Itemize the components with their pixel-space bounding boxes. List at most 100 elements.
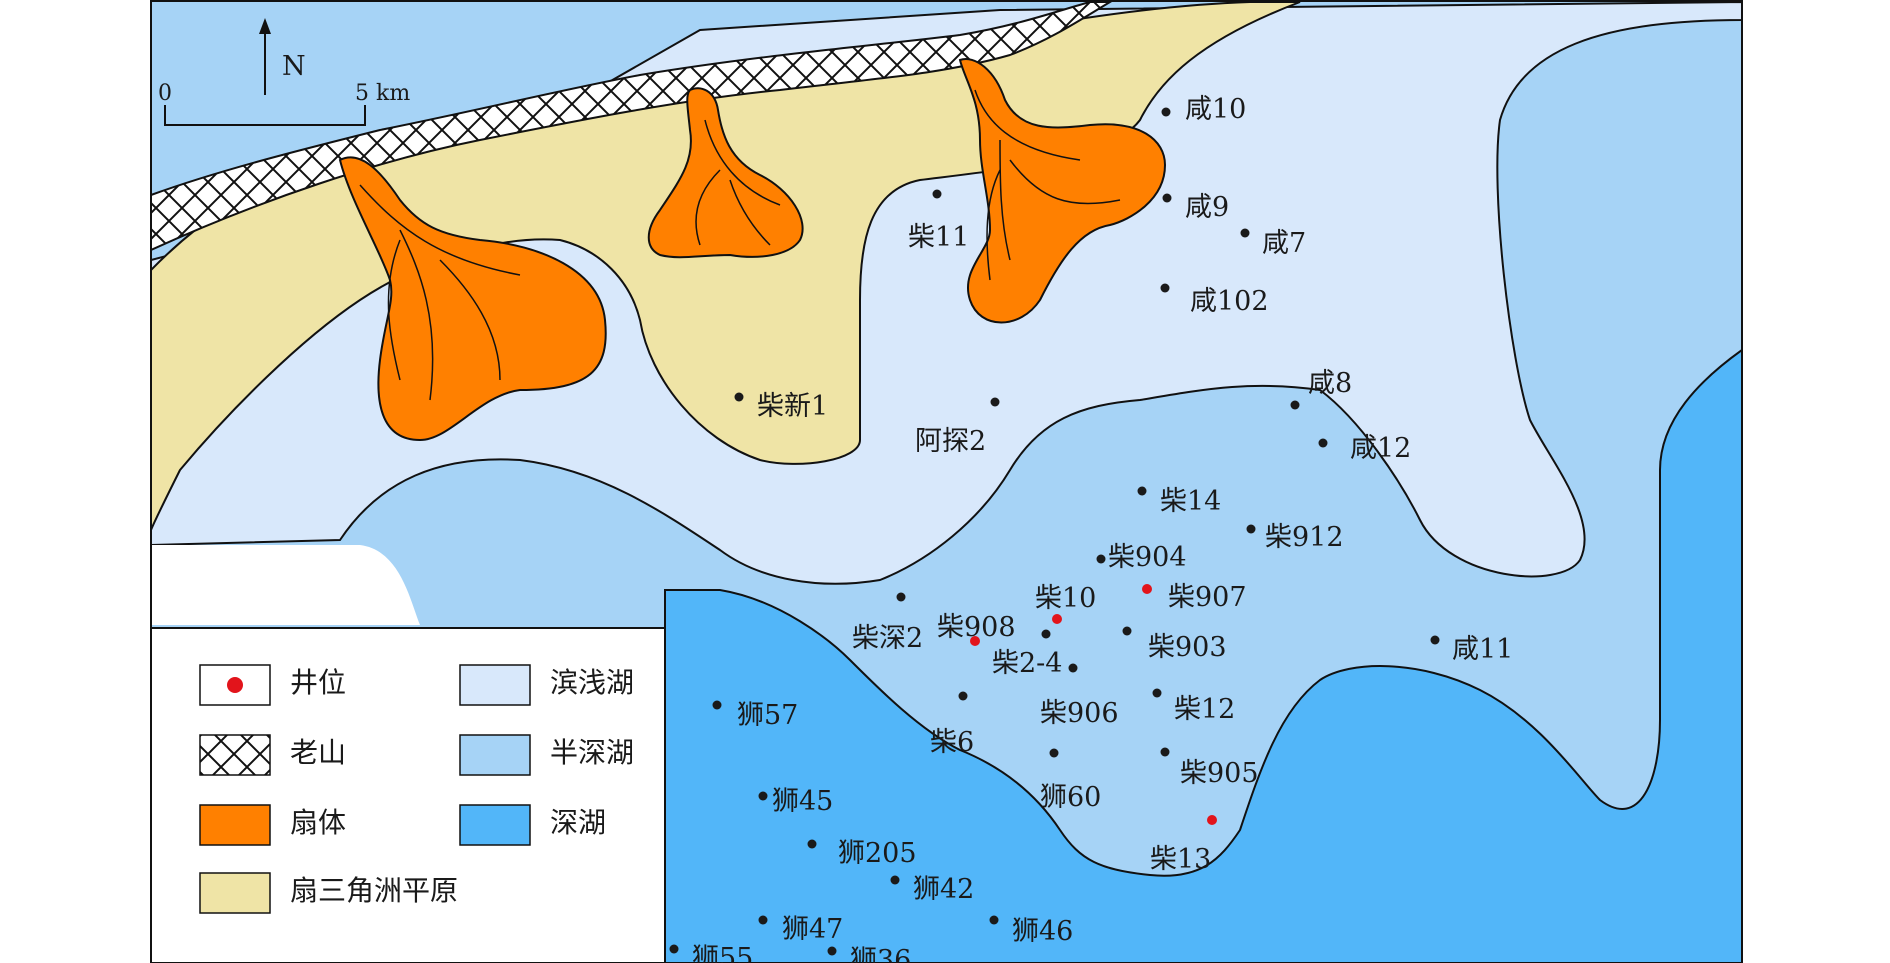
well-dot [970, 636, 980, 646]
legend-swatch [459, 734, 531, 776]
well-咸102: 咸102 [1160, 283, 1269, 317]
well-狮42: 狮42 [890, 874, 974, 905]
well-label: 咸102 [1190, 286, 1269, 317]
legend-label: 扇体 [290, 806, 346, 839]
well-label: 柴2-4 [992, 648, 1062, 679]
well-柴912: 柴912 [1246, 522, 1344, 553]
well-label: 柴6 [930, 727, 974, 758]
well-label: 狮57 [737, 700, 798, 731]
well-dot [807, 839, 817, 849]
well-柴906: 柴906 [1040, 663, 1119, 729]
well-阿探2: 阿探2 [915, 397, 1000, 457]
legend-swatch [199, 734, 271, 776]
well-label: 柴905 [1180, 758, 1259, 789]
well-dot [1162, 193, 1172, 203]
well-柴深2: 柴深2 [852, 592, 923, 654]
fan-body-2 [647, 87, 804, 259]
well-dot [1161, 107, 1171, 117]
legend-well-dot [227, 677, 243, 693]
well-label: 柴904 [1108, 542, 1187, 573]
deep-lake-area-left [664, 348, 1742, 963]
well-dot [669, 944, 679, 954]
legend-item-fan: 扇体 [199, 804, 346, 846]
well-label: 阿探2 [915, 426, 986, 457]
well-咸12: 咸12 [1318, 433, 1411, 464]
well-dot [896, 592, 906, 602]
well-dot [1068, 663, 1078, 673]
fan-body-3 [958, 58, 1167, 324]
well-label: 柴新1 [757, 391, 828, 422]
well-咸10: 咸10 [1161, 94, 1246, 125]
well-label: 狮47 [782, 914, 843, 945]
north-arrow: N [259, 18, 306, 95]
well-狮205: 狮205 [807, 838, 917, 869]
well-狮36: 狮36 [827, 945, 911, 963]
well-dot [1052, 614, 1062, 624]
fan-channel-lines [359, 89, 1121, 401]
legend-item-well-dot: 井位 [199, 664, 346, 706]
well-dot [1160, 747, 1170, 757]
well-咸8: 咸8 [1290, 368, 1352, 410]
white-notch [151, 545, 420, 625]
well-label: 柴908 [937, 612, 1016, 643]
well-label: 狮46 [1012, 916, 1073, 947]
legend-swatch [459, 664, 531, 706]
well-狮46: 狮46 [989, 915, 1073, 947]
well-dot [758, 791, 768, 801]
well-咸11: 咸11 [1430, 634, 1513, 665]
well-dot [1122, 626, 1132, 636]
well-label: 咸10 [1185, 94, 1246, 125]
well-dot [1137, 486, 1147, 496]
well-dot [1240, 228, 1250, 238]
well-label: 柴10 [1035, 583, 1096, 614]
well-label: 柴907 [1168, 582, 1247, 613]
well-dot [1318, 438, 1328, 448]
well-dot [1096, 554, 1106, 564]
well-dot [890, 875, 900, 885]
well-label: 柴912 [1265, 522, 1344, 553]
well-柴11: 柴11 [908, 189, 969, 253]
well-柴904: 柴904 [1096, 542, 1187, 573]
well-label: 狮45 [772, 786, 833, 817]
well-狮45: 狮45 [758, 786, 833, 817]
well-dot [1207, 815, 1217, 825]
well-label: 柴903 [1148, 632, 1227, 663]
well-柴908: 柴908 [937, 612, 1016, 646]
well-label: 狮36 [850, 945, 911, 963]
well-label: 柴906 [1040, 698, 1119, 729]
well-dot [1041, 629, 1051, 639]
well-label: 柴13 [1150, 844, 1211, 875]
well-dot [958, 691, 968, 701]
well-咸9: 咸9 [1162, 192, 1229, 223]
legend-label: 井位 [290, 666, 346, 699]
legend-swatch [199, 804, 271, 846]
legend-label: 老山 [290, 736, 346, 769]
legend-label: 扇三角洲平原 [290, 874, 458, 907]
well-柴907: 柴907 [1142, 582, 1247, 613]
well-狮57: 狮57 [712, 700, 798, 731]
well-dot [1049, 748, 1059, 758]
legend-label: 半深湖 [550, 736, 634, 769]
well-label: 柴11 [908, 222, 969, 253]
well-柴10: 柴10 [1035, 583, 1096, 624]
well-柴14: 柴14 [1137, 486, 1221, 517]
well-label: 咸7 [1262, 228, 1306, 259]
legend-label: 滨浅湖 [550, 666, 634, 699]
well-狮60: 狮60 [1040, 748, 1101, 813]
north-label: N [282, 51, 306, 82]
well-label: 咸9 [1185, 192, 1229, 223]
legend-item-hatch: 老山 [199, 734, 346, 776]
well-dot [1246, 524, 1256, 534]
well-dot [1290, 400, 1300, 410]
well-dot [932, 189, 942, 199]
legend-item-shallow: 滨浅湖 [459, 664, 634, 706]
well-咸7: 咸7 [1240, 228, 1306, 259]
legend-label: 深湖 [550, 806, 606, 839]
well-柴903: 柴903 [1122, 626, 1227, 663]
well-狮55: 狮55 [669, 943, 753, 963]
legend-item-plain: 扇三角洲平原 [199, 872, 458, 914]
well-柴12: 柴12 [1152, 688, 1235, 725]
well-dot [1160, 283, 1170, 293]
